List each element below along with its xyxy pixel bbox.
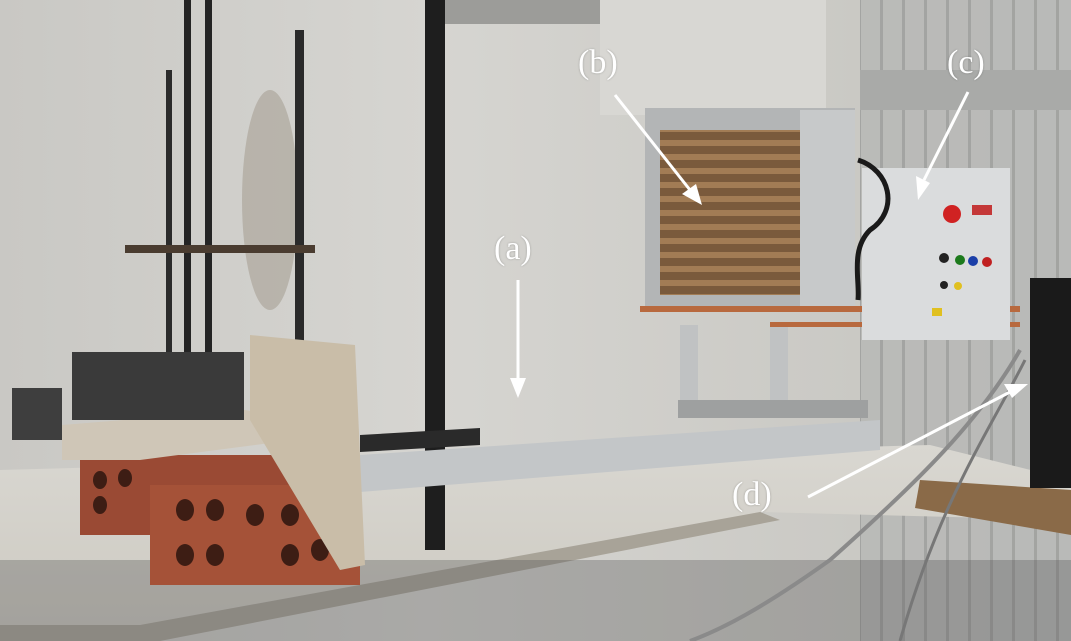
stand-rod: [295, 30, 304, 350]
heater-slats: [660, 130, 800, 295]
stand-rod: [166, 70, 172, 360]
duct-pipe-top: [440, 0, 610, 24]
arrowhead-a: [510, 378, 526, 398]
arrow-d: [807, 390, 1011, 499]
soot-mark: [242, 90, 298, 310]
concrete-block: [72, 352, 244, 420]
rail-shadow: [360, 428, 480, 452]
aluminium-rail: [360, 420, 880, 492]
arrowhead-d: [1004, 384, 1028, 398]
instrument-box: [1030, 278, 1071, 488]
arrowhead-c: [916, 176, 930, 200]
stand-rod: [205, 0, 212, 355]
arrowhead-b: [682, 184, 702, 205]
concrete-block: [12, 388, 62, 440]
control-buttons: [932, 253, 992, 316]
duct-pipe: [860, 70, 1071, 110]
emergency-stop-icon: [943, 205, 961, 223]
label-d: (d): [732, 476, 772, 513]
label-b: (b): [578, 44, 618, 81]
bench-edge: [0, 512, 780, 641]
fibre-board-vertical: [250, 335, 365, 570]
heater-leg: [770, 325, 788, 415]
black-cable: [854, 157, 891, 301]
copper-pipe: [640, 306, 1020, 312]
label-a: (a): [494, 230, 532, 267]
heater-base: [678, 400, 868, 418]
heater-side: [800, 110, 855, 310]
center-pole: [425, 0, 445, 550]
wall-panel: [600, 0, 826, 115]
clamp-arm: [125, 245, 315, 253]
control-box-sign: [972, 205, 992, 215]
arrow-b: [613, 94, 692, 191]
stand-rod: [184, 0, 191, 355]
arrow-c: [922, 91, 970, 181]
label-c: (c): [947, 44, 985, 81]
heater-leg: [680, 325, 698, 415]
